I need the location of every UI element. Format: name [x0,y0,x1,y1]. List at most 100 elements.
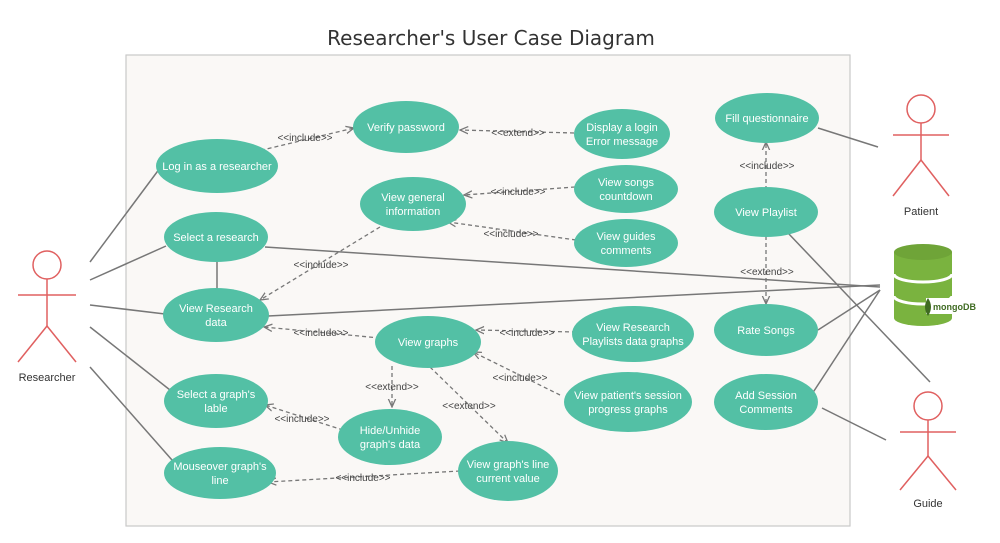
usecase-view-guides-comments[interactable] [574,219,678,267]
usecase-label: Verify password [367,122,445,134]
arrow-countdown-general [464,186,576,195]
usecase-label: Playlists data graphs [582,336,684,348]
actor-guide-label: Guide [913,498,942,510]
use-cases [156,93,819,501]
usecase-view-graphs[interactable] [375,316,481,368]
assoc-session-comments-db [811,289,881,395]
db-label-backdrop [926,298,976,314]
usecase-label: Display a login [586,122,658,134]
usecase-rate-songs[interactable] [714,304,818,356]
usecase-select-research[interactable] [164,212,268,262]
usecase-label: View graphs [398,337,459,349]
relation-label: <<include>> [499,328,554,339]
usecase-label: View guides [596,231,656,243]
assoc-researcher-select-research [89,245,167,281]
usecase-label: Select a research [173,232,259,244]
actor-head-icon [913,391,943,421]
usecase-label: comments [601,245,652,257]
relation-label: <<extend>> [442,401,496,412]
usecase-add-session-comments[interactable] [714,374,818,430]
arrow-comments-general [448,222,577,241]
usecase-view-session-progress-graphs[interactable] [564,372,692,432]
relation-label: <<include>> [293,328,348,339]
usecase-label: Fill questionnaire [725,113,808,125]
usecase-view-research-data[interactable] [163,288,269,342]
usecase-verify-password[interactable] [353,101,459,153]
usecase-mouseover-graph-line[interactable] [164,447,276,499]
usecase-label: Select a graph's [177,389,256,401]
usecase-view-playlist[interactable] [714,187,818,237]
mongodb-leaf-icon [925,298,931,316]
usecase-login-error[interactable] [574,109,670,159]
assoc-select-research-db [264,246,881,288]
relation-label: <<extend>> [365,382,419,393]
actor-researcher[interactable] [17,250,77,363]
relation-label: <<include>> [492,373,547,384]
actor-researcher-label: Researcher [19,372,76,384]
assoc-researcher-mouseover [89,366,173,461]
use-case-labels: Log in as a researcher Verify password D… [162,113,808,487]
usecase-label: Hide/Unhide [360,425,421,437]
relation-label: <<extend>> [740,267,794,278]
usecase-label: View songs [598,177,655,189]
usecase-label: data [205,317,227,329]
usecase-label: information [386,206,440,218]
usecase-view-playlists-data-graphs[interactable] [572,306,694,362]
relation-label: <<include>> [483,229,538,240]
relation-label: <<extend>> [491,128,545,139]
assoc-researcher-login [89,167,161,263]
actor-patient-label: Patient [904,206,938,218]
usecase-label: View Playlist [735,207,797,219]
relation-label: <<include>> [335,473,390,484]
db-cylinder-body [894,252,952,326]
db-cylinder-top [894,244,952,260]
actor-guide[interactable] [899,391,957,491]
actor-head-icon [906,94,936,124]
actor-right-leg [920,159,950,197]
actor-patient[interactable] [892,94,950,197]
usecase-label: Add Session [735,390,797,402]
assoc-rate-songs-db [817,289,881,331]
arrow-login-verify [253,128,354,153]
arrow-error-verify [460,130,575,133]
usecase-hide-unhide-graph-data[interactable] [338,409,442,465]
usecase-label: countdown [599,191,652,203]
assoc-researcher-select-label [89,326,171,391]
assoc-session-comments-guide [821,407,887,441]
actor-left-leg [892,159,922,197]
arrow-graphs-research [264,327,381,339]
assoc-view-playlist-guide [787,232,931,383]
usecase-label: Log in as a researcher [162,161,272,173]
actor-left-leg [899,455,929,491]
assoc-view-research-db [267,284,881,317]
relationship-labels: <<include>> <<extend>> <<include>> <<inc… [274,128,794,484]
usecase-label: line [211,475,228,487]
arrow-playlists-graphs [476,330,577,332]
assoc-researcher-view-research [89,304,166,315]
actor-head-icon [32,250,62,280]
relationship-arrows [253,128,766,482]
usecase-fill-questionnaire[interactable] [715,93,819,143]
actor-right-leg [46,325,77,363]
usecase-label: View patient's session [574,390,682,402]
usecase-view-general-information[interactable] [360,177,466,231]
usecase-select-graph-label[interactable] [164,374,268,428]
usecase-label: View Research [596,322,670,334]
relation-label: <<include>> [490,187,545,198]
db-name-label: mongoDB [933,302,976,312]
assoc-fill-questionnaire-patient [817,127,879,148]
usecase-view-songs-countdown[interactable] [574,165,678,213]
usecase-label: Mouseover graph's [173,461,267,473]
usecase-view-line-current-value[interactable] [458,441,558,501]
relation-label: <<include>> [739,161,794,172]
usecase-label: Comments [739,404,793,416]
actor-right-leg [927,455,957,491]
diagram-title: Researcher's User Case Diagram [327,26,655,50]
usecase-label: View general [381,192,444,204]
associations [89,127,931,461]
db-band [892,273,954,284]
usecase-label: View graph's line [467,459,550,471]
usecase-label: Error message [586,136,658,148]
actor-left-leg [17,325,48,363]
usecase-login[interactable] [156,139,278,193]
